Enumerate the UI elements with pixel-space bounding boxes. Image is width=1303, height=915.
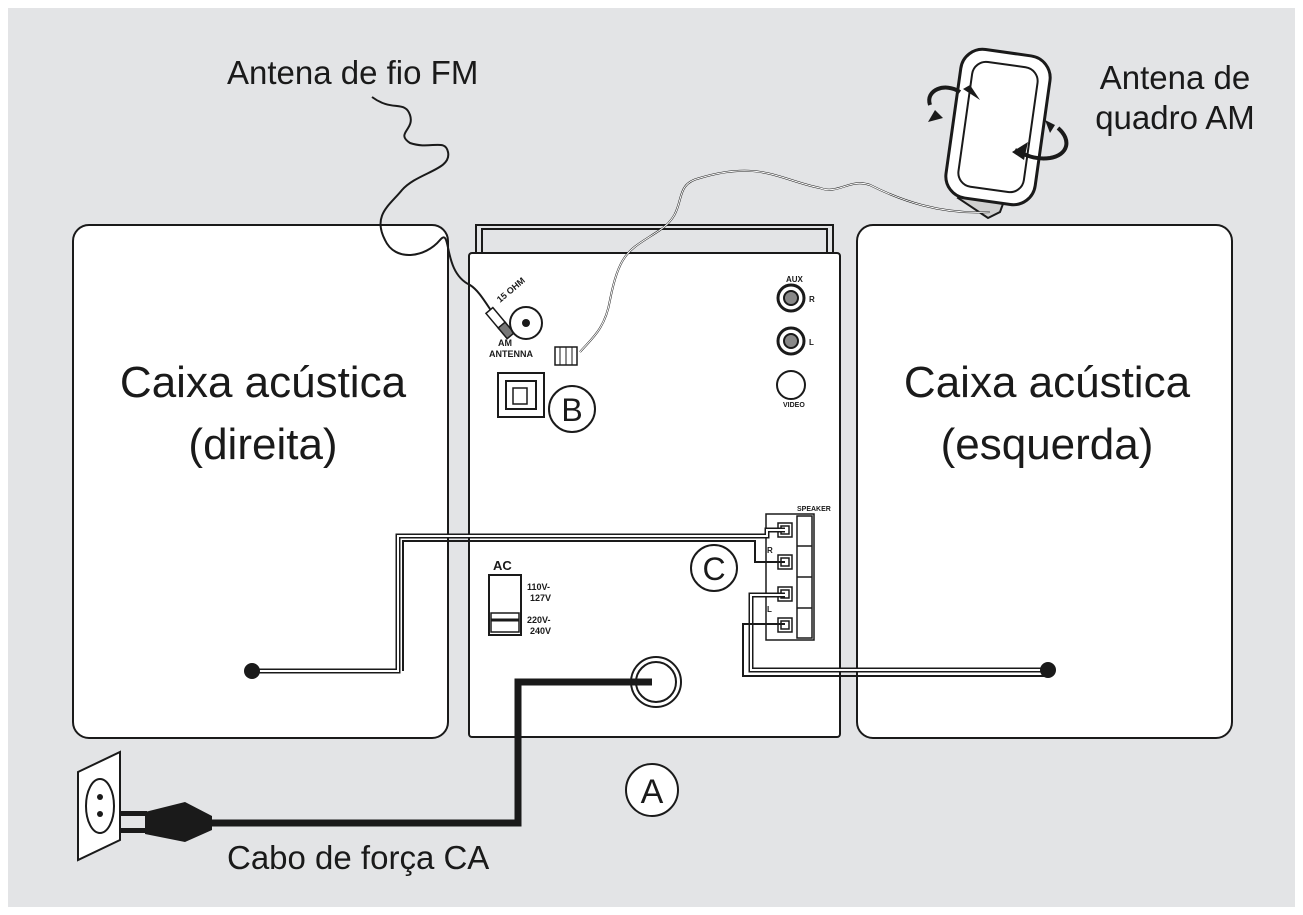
callout-c: C [690,544,738,592]
speaker-left-terminal-dot [1040,662,1056,678]
label-240v: 240V [530,626,551,636]
voltage-selector [488,574,522,636]
callout-b-label: B [561,392,582,428]
label-speaker-r: R [767,546,773,555]
power-inlet [630,656,682,708]
video-jack [776,370,806,400]
am-loop-antenna [927,47,1069,220]
speaker-right-label-line2: (direita) [188,420,338,469]
label-aux-l: L [809,338,814,347]
callout-a: A [625,763,679,817]
am-plug [554,346,578,366]
am-antenna-socket [497,372,545,418]
speaker-terminals [765,513,815,641]
aux-r-jack [776,283,806,313]
label-127v: 127V [530,593,551,603]
am-antenna-label-line1: Antena de [1099,59,1251,96]
speaker-left-label-line1: Caixa acústica [903,358,1191,407]
speaker-left-label: Caixa acústica (esquerda) [857,352,1237,476]
am-antenna-label-line2: quadro AM [1095,99,1255,136]
label-am: AM [498,338,512,348]
label-aux-r: R [809,295,815,304]
speaker-right-label: Caixa acústica (direita) [73,352,453,476]
callout-c-label: C [702,551,725,587]
main-unit-top [475,224,834,253]
callout-b: B [548,385,596,433]
speaker-left-label-line2: (esquerda) [940,420,1154,469]
label-video: VIDEO [783,402,805,409]
power-cord-label: Cabo de força CA [227,839,490,876]
main-unit-panel [468,252,841,738]
speaker-right-label-line1: Caixa acústica [119,358,407,407]
label-aux: AUX [786,275,804,284]
aux-l-jack [776,326,806,356]
wall-socket [77,750,121,862]
speaker-right-box [72,224,449,739]
label-antenna: ANTENNA [489,349,533,359]
fm-antenna-label: Antena de fio FM [227,54,479,91]
power-cord [205,678,652,827]
speaker-left-box [856,224,1233,739]
label-ac: AC [493,558,512,573]
callout-a-label: A [641,773,664,811]
label-speaker: SPEAKER [797,506,831,513]
power-plug [113,802,212,842]
am-antenna-label: Antena de quadro AM [1075,58,1275,138]
label-110v: 110V- [527,582,550,592]
speaker-right-terminal-dot [244,663,260,679]
speaker-wire-left [742,592,1048,677]
label-220v: 220V- [527,615,551,625]
fm-connector [484,306,516,340]
fm-wire-antenna [371,96,493,313]
speaker-wire-right [252,527,785,674]
label-speaker-l: L [767,605,772,614]
